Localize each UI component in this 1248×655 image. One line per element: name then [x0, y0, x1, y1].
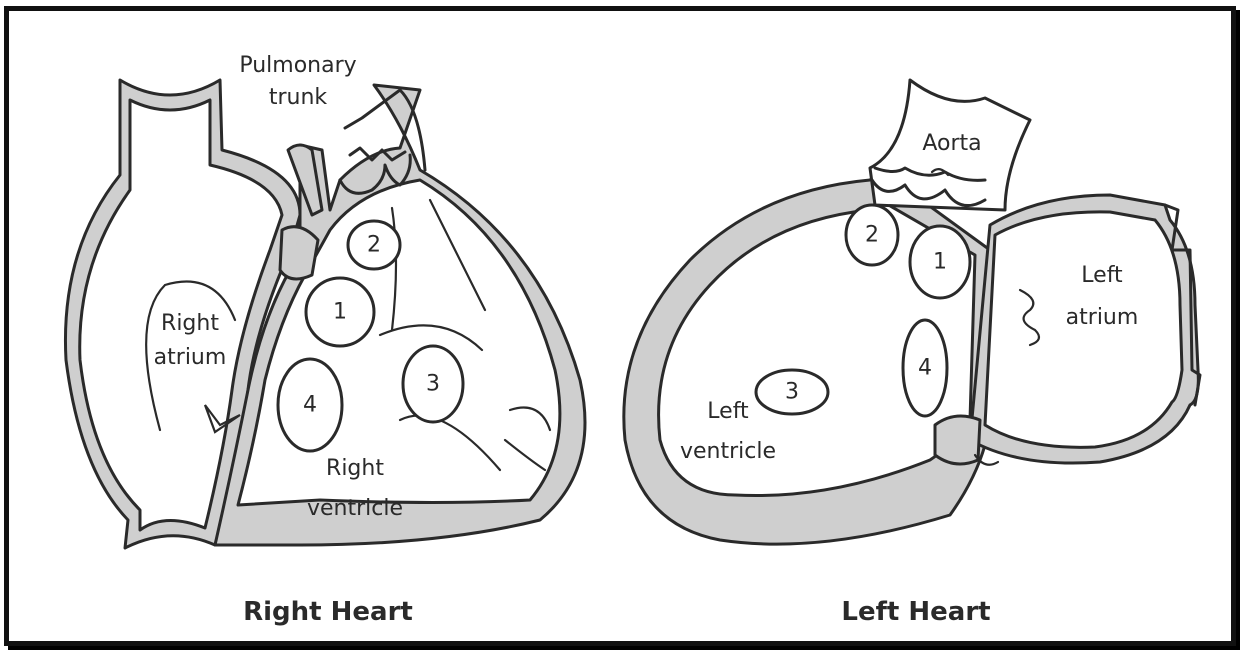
pulmonary-trunk-label-line1: Pulmonary	[239, 53, 356, 78]
right-marker-1: 1	[333, 300, 347, 325]
left-atrium-label-line1: Left	[1081, 263, 1123, 288]
right-heart: 2 1 3 4 Pulmonary trunk Right atrium Rig…	[65, 53, 585, 627]
left-marker-4: 4	[918, 356, 932, 381]
right-atrium-label-line2: atrium	[154, 345, 227, 370]
left-ventricle-label-line2: ventricle	[680, 439, 776, 464]
aorta-label: Aorta	[922, 131, 981, 156]
left-marker-1: 1	[933, 250, 947, 275]
interventricular-septum	[280, 227, 318, 279]
right-marker-3: 3	[426, 372, 440, 397]
right-heart-caption: Right Heart	[243, 597, 413, 627]
right-ventricle-label-line2: ventricle	[307, 496, 403, 521]
right-atrium-label-line1: Right	[161, 311, 219, 336]
left-marker-3: 3	[785, 380, 799, 405]
right-ventricle-label-line1: Right	[326, 456, 384, 481]
left-ventricle-label-line1: Left	[707, 399, 749, 424]
left-septum-band	[935, 416, 980, 464]
left-marker-2: 2	[865, 223, 879, 248]
pulmonary-trunk-label-line2: trunk	[269, 85, 328, 110]
left-heart: 2 1 4 3 Aorta Left atrium Left ventricle…	[624, 80, 1200, 627]
right-marker-2: 2	[367, 233, 381, 258]
left-heart-caption: Left Heart	[841, 597, 990, 627]
left-atrium-label-line2: atrium	[1066, 305, 1139, 330]
right-marker-4: 4	[303, 393, 317, 418]
